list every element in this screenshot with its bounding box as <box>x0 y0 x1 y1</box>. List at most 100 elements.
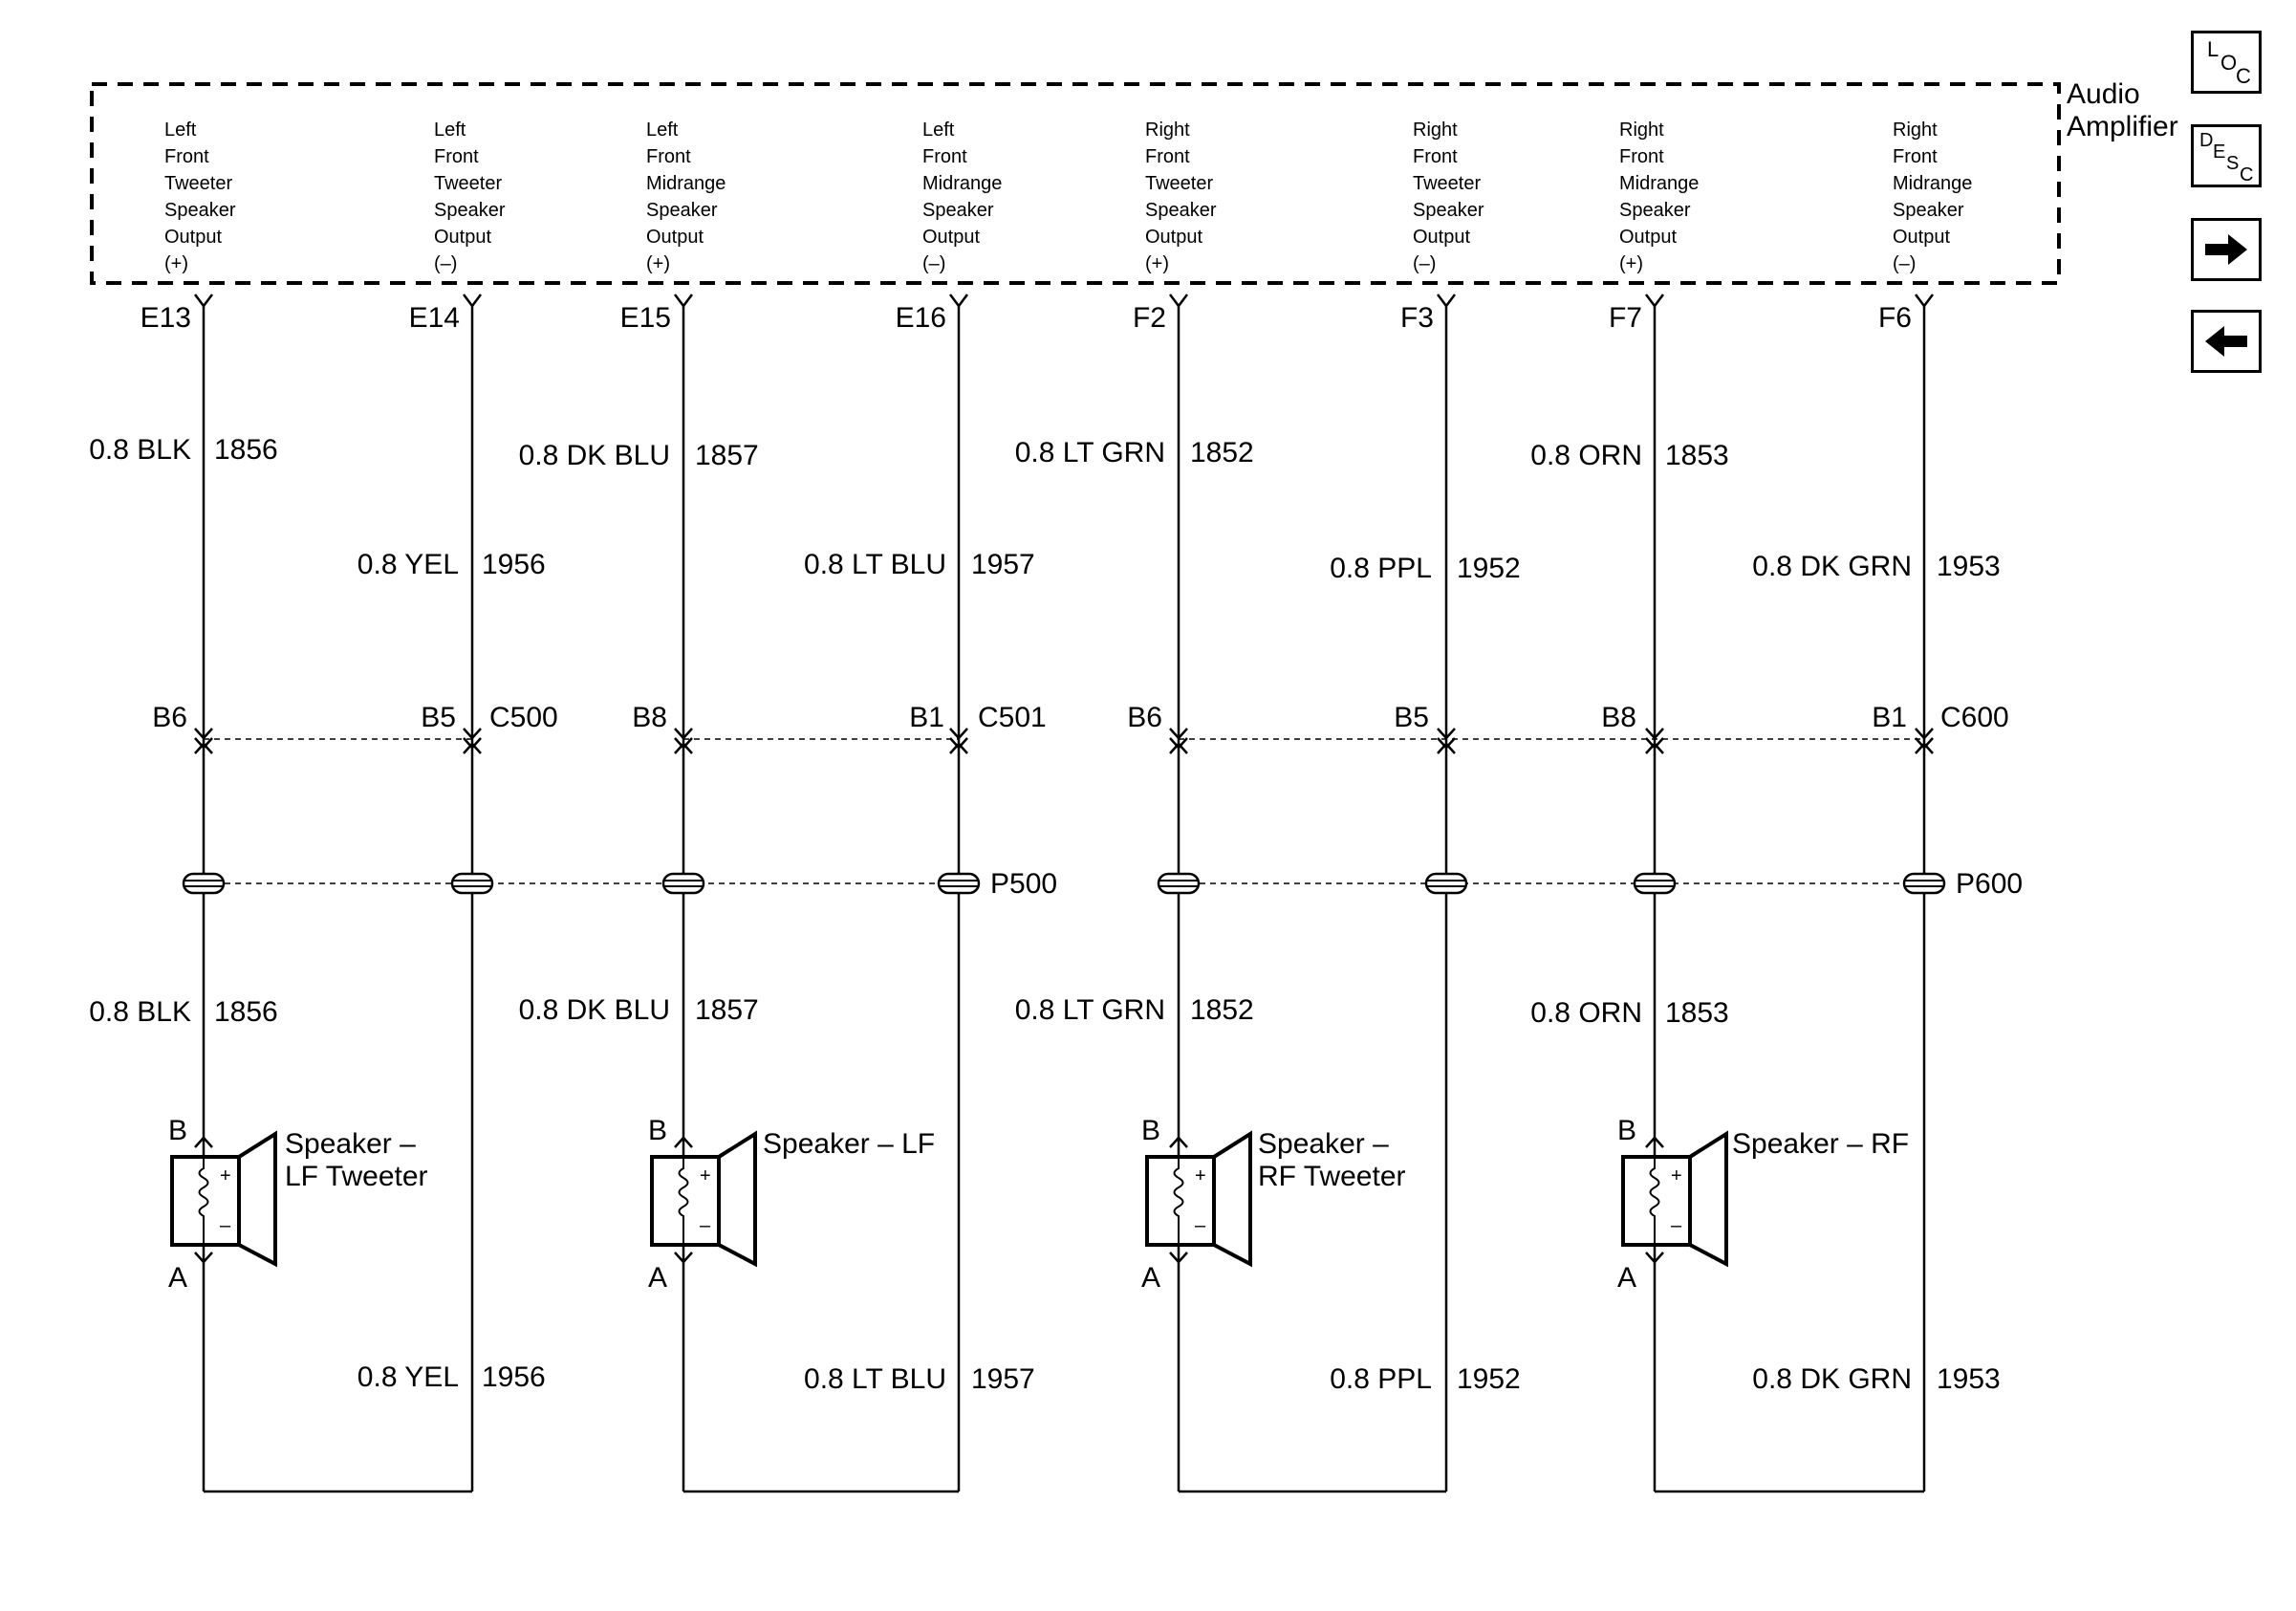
amplifier-label-line2: Amplifier <box>2067 111 2178 142</box>
pin-chevron <box>674 294 693 309</box>
back-button[interactable] <box>2191 310 2262 373</box>
output-label-e13: Speaker <box>164 200 236 221</box>
connector-pin-label: B1 <box>1872 702 1907 733</box>
speaker-rf: + – B A Speaker – RF <box>1617 1115 1909 1294</box>
output-label-f2: Speaker <box>1145 200 1217 221</box>
wire-circuit: 1956 <box>482 1361 546 1393</box>
connector-chevron <box>1915 728 1934 754</box>
output-label-f6: Right <box>1893 120 1938 141</box>
output-label-f2: Tweeter <box>1145 173 1213 194</box>
plug-shield <box>450 872 494 895</box>
desc-letter: E <box>2213 142 2225 163</box>
output-label-e14: Tweeter <box>434 173 502 194</box>
speaker-cone-icon <box>1212 1130 1252 1268</box>
pin-chevron <box>1437 294 1456 309</box>
wire-circuit: 1953 <box>1937 1363 2001 1395</box>
loc-icon: L O C <box>2207 37 2251 88</box>
output-label-f6: Speaker <box>1893 200 1964 221</box>
speaker-pin-chevron <box>1645 1136 1664 1264</box>
upper-wire-labels: 0.8 BLK 1856 0.8 YEL 1956 0.8 DK BLU 185… <box>89 434 2001 584</box>
plug-label-p500: P500 <box>990 868 1057 900</box>
output-label-e15: Midrange <box>646 173 726 194</box>
output-label-e16: Speaker <box>922 200 994 221</box>
pin-label: F3 <box>1400 302 1434 334</box>
output-label-e16: (–) <box>922 253 945 274</box>
speaker-body <box>170 1155 241 1247</box>
wire-spec: 0.8 DK BLU <box>519 440 670 471</box>
wire-spec: 0.8 DK GRN <box>1752 1363 1912 1395</box>
pin-label: E16 <box>896 302 946 334</box>
wire-circuit: 1857 <box>695 440 759 471</box>
output-label-e16: Output <box>922 227 980 248</box>
wire-circuit: 1853 <box>1665 440 1729 471</box>
wire-circuit: 1956 <box>482 549 546 580</box>
desc-letter: C <box>2240 164 2253 185</box>
pin-chevron <box>1169 294 1188 309</box>
connector-chevron <box>1169 728 1188 754</box>
wire-circuit: 1852 <box>1190 994 1254 1026</box>
output-label-e13: Left <box>164 120 197 141</box>
arrow-left-icon <box>2205 326 2247 357</box>
loc-button[interactable]: L O C <box>2191 31 2262 94</box>
arrow-right-icon <box>2205 234 2247 265</box>
output-labels: Left Front Tweeter Speaker Output (+) Le… <box>164 120 1972 274</box>
plug-shield <box>1633 872 1677 895</box>
connector-pin-label: B6 <box>1127 702 1162 733</box>
pin-chevron <box>949 294 968 309</box>
connector-pin-label: B5 <box>1394 702 1429 733</box>
speaker-plus: + <box>700 1165 711 1186</box>
output-label-e16: Left <box>922 120 955 141</box>
pin-chevron <box>463 294 482 309</box>
speaker-coil-icon <box>678 1142 689 1260</box>
output-label-f2: Front <box>1145 146 1190 167</box>
speaker-pin-top: B <box>1617 1115 1636 1146</box>
audio-amplifier-box <box>90 82 2061 285</box>
wire-circuit: 1952 <box>1457 1363 1521 1395</box>
speaker-pin-bottom: A <box>168 1262 187 1294</box>
speaker-name: Speaker – RF <box>1732 1128 1909 1160</box>
desc-icon: D E S C <box>2199 130 2253 185</box>
connector-chevron <box>1645 728 1664 754</box>
loc-letter: L <box>2207 37 2219 61</box>
wire-spec: 0.8 BLK <box>89 434 191 466</box>
output-label-f7: Speaker <box>1619 200 1691 221</box>
output-label-f3: Output <box>1413 227 1470 248</box>
wire-spec: 0.8 LT BLU <box>804 549 946 580</box>
pin-label: E13 <box>141 302 191 334</box>
wire-spec: 0.8 LT BLU <box>804 1363 946 1395</box>
speaker-pin-bottom: A <box>1141 1262 1160 1294</box>
output-label-f3: Tweeter <box>1413 173 1481 194</box>
desc-button[interactable]: D E S C <box>2191 124 2262 187</box>
output-label-e14: Output <box>434 227 491 248</box>
wire-circuit: 1853 <box>1665 997 1729 1029</box>
connector-chevron <box>949 728 968 754</box>
wire-circuit: 1856 <box>214 434 278 466</box>
wire-circuit: 1957 <box>971 1363 1035 1395</box>
output-label-e16: Front <box>922 146 967 167</box>
wire-circuit: 1856 <box>214 996 278 1028</box>
wire-spec: 0.8 YEL <box>357 1361 459 1393</box>
speaker-pin-top: B <box>648 1115 667 1146</box>
output-label-e15: Speaker <box>646 200 718 221</box>
connector-label-c600: C600 <box>1940 702 2009 733</box>
speaker-cone-icon <box>237 1130 277 1268</box>
next-button[interactable] <box>2191 218 2262 281</box>
wire-spec: 0.8 PPL <box>1330 553 1432 584</box>
connector-pins: B6 B5 B8 B1 B6 B5 B8 B1 C500 C501 C600 <box>152 702 2008 733</box>
speaker-pin-top: B <box>1141 1115 1160 1146</box>
speaker-plus: + <box>1195 1165 1206 1186</box>
speaker-body <box>1145 1155 1216 1247</box>
speaker-name: RF Tweeter <box>1258 1161 1406 1192</box>
output-label-e13: (+) <box>164 253 188 274</box>
speaker-pin-chevron <box>674 1136 693 1264</box>
speaker-plus: + <box>1671 1165 1682 1186</box>
loc-letter: C <box>2236 64 2251 88</box>
connector-pin-label: B1 <box>909 702 944 733</box>
connector-chevron <box>194 728 213 754</box>
output-label-f6: Output <box>1893 227 1950 248</box>
output-label-e13: Output <box>164 227 222 248</box>
output-label-f2: Output <box>1145 227 1202 248</box>
pin-label: F6 <box>1878 302 1912 334</box>
wire-circuit: 1857 <box>695 994 759 1026</box>
